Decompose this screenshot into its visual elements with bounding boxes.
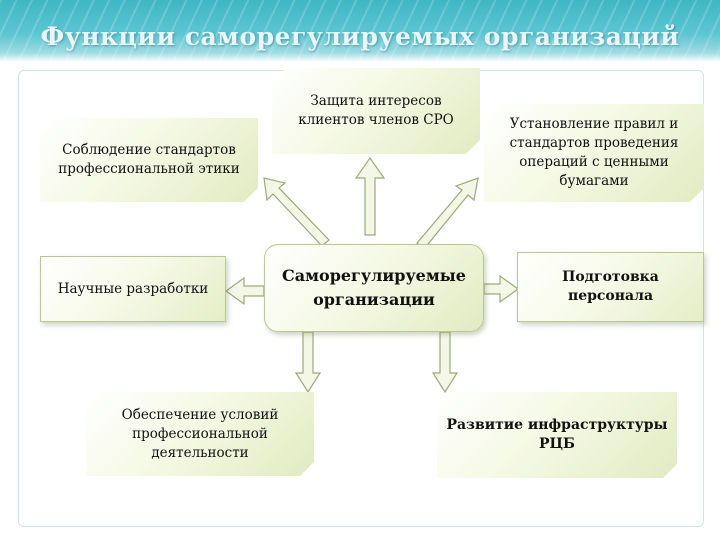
box-protect: Защита интересов клиентов членов СРО: [272, 68, 480, 154]
box-conditions: Обеспечение условий профессиональной дея…: [86, 392, 314, 476]
arrow-down-left: [263, 177, 330, 247]
box-protect-text: Защита интересов клиентов членов СРО: [298, 93, 454, 128]
box-research-text: Научные разработки: [57, 280, 209, 297]
arrow-up: [354, 156, 386, 236]
header-banner: Функции саморегулируемых организаций: [0, 0, 720, 62]
box-conditions-text: Обеспечение условий профессиональной дея…: [121, 406, 279, 461]
arrow-up-right: [416, 177, 479, 250]
box-infrastructure: Развитие инфраструктуры РЦБ: [437, 392, 677, 478]
box-center: Саморегулируемые организации: [264, 244, 484, 332]
box-research: Научные разработки: [40, 256, 226, 322]
box-training: Подготовка персонала: [517, 252, 704, 322]
arrow-right: [483, 274, 520, 304]
box-rules: Установление правил и стандартов проведе…: [484, 104, 704, 202]
box-training-text: Подготовка персонала: [562, 269, 659, 304]
arrow-down-1: [294, 331, 322, 394]
box-center-text: Саморегулируемые организации: [282, 266, 466, 309]
box-ethics: Соблюдение стандартов профессиональной э…: [40, 118, 258, 202]
box-rules-text: Установление правил и стандартов проведе…: [509, 116, 679, 189]
arrow-down-2: [431, 331, 459, 394]
box-infrastructure-text: Развитие инфраструктуры РЦБ: [446, 417, 668, 452]
arrow-left: [224, 276, 265, 306]
header-pattern: [0, 0, 720, 62]
page-title: Функции саморегулируемых организаций: [40, 22, 680, 51]
box-ethics-text: Соблюдение стандартов профессиональной э…: [58, 142, 240, 177]
